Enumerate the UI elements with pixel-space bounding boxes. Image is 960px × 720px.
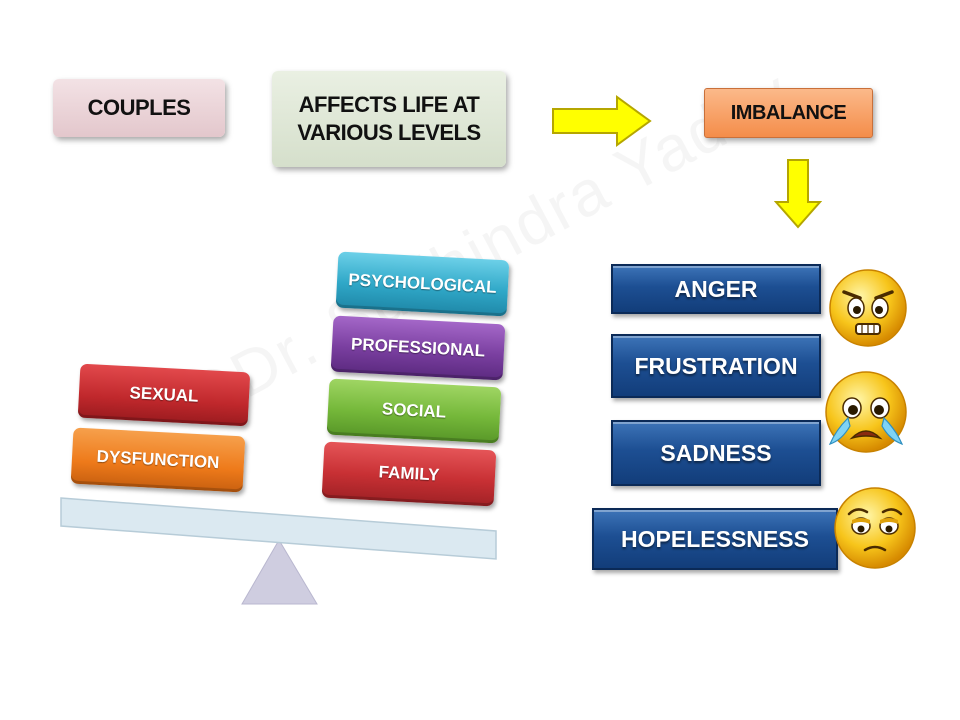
crying-face-icon <box>825 371 907 453</box>
psychological-label: PSYCHOLOGICAL <box>347 270 498 297</box>
anger-box: ANGER <box>611 264 821 314</box>
social-label: SOCIAL <box>381 399 447 422</box>
tired-face-icon <box>834 487 916 569</box>
affects-life-line2: VARIOUS LEVELS <box>297 120 481 145</box>
couples-box: COUPLES <box>53 79 225 137</box>
social-block: SOCIAL <box>326 378 502 444</box>
arrow-right-icon <box>552 95 652 147</box>
frustration-box: FRUSTRATION <box>611 334 821 398</box>
dysfunction-label: DYSFUNCTION <box>96 446 220 473</box>
professional-block: PROFESSIONAL <box>330 315 506 381</box>
affects-life-line1: AFFECTS LIFE AT <box>298 92 480 117</box>
psychological-block: PSYCHOLOGICAL <box>335 251 510 317</box>
imbalance-label: IMBALANCE <box>730 102 847 124</box>
family-block: FAMILY <box>321 441 497 507</box>
hopelessness-label: HOPELESSNESS <box>621 525 809 552</box>
imbalance-box: IMBALANCE <box>704 88 873 138</box>
family-label: FAMILY <box>378 462 440 485</box>
sexual-label: SEXUAL <box>129 383 199 406</box>
frustration-label: FRUSTRATION <box>634 352 798 379</box>
angry-face-icon <box>829 269 907 347</box>
dysfunction-block: DYSFUNCTION <box>70 427 246 493</box>
affects-life-box: AFFECTS LIFE AT VARIOUS LEVELS <box>272 71 506 167</box>
professional-label: PROFESSIONAL <box>350 334 486 361</box>
anger-label: ANGER <box>674 275 758 302</box>
sadness-box: SADNESS <box>611 420 821 486</box>
couples-label: COUPLES <box>87 95 191 120</box>
sexual-block: SEXUAL <box>77 363 251 427</box>
arrow-down-icon <box>774 159 822 229</box>
hopelessness-box: HOPELESSNESS <box>592 508 838 570</box>
balance-scale-icon <box>60 497 497 605</box>
sadness-label: SADNESS <box>660 439 772 466</box>
